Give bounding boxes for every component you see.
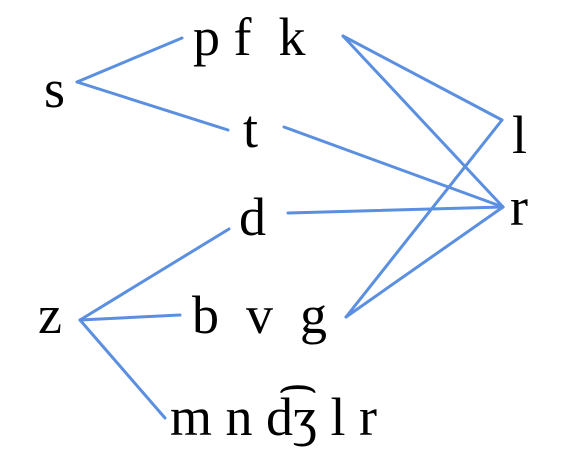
node-z: z xyxy=(38,285,62,345)
edge-bvg-r xyxy=(344,205,505,319)
edge-d-r xyxy=(286,205,505,215)
node-t: t xyxy=(243,99,259,159)
node-m-n-dzh-l-r: m n d͡ʒ l r xyxy=(170,387,377,447)
node-p-f-k: p f k xyxy=(193,7,306,67)
node-l: l xyxy=(512,105,528,165)
node-s: s xyxy=(44,59,66,119)
node-r: r xyxy=(510,177,528,237)
edge-z-mndzhlr xyxy=(78,318,167,420)
edge-pfk-l xyxy=(341,34,504,122)
edge-t-r xyxy=(282,125,505,209)
edge-s-t xyxy=(75,80,230,132)
edge-z-bvg xyxy=(78,313,182,322)
edge-pfk-r xyxy=(341,34,505,209)
edge-s-pfk xyxy=(75,36,184,84)
edge-z-d xyxy=(78,227,231,322)
node-d: d xyxy=(239,187,266,247)
edge-bvg-l xyxy=(344,118,504,319)
node-b-v-g: b v g xyxy=(192,285,327,345)
